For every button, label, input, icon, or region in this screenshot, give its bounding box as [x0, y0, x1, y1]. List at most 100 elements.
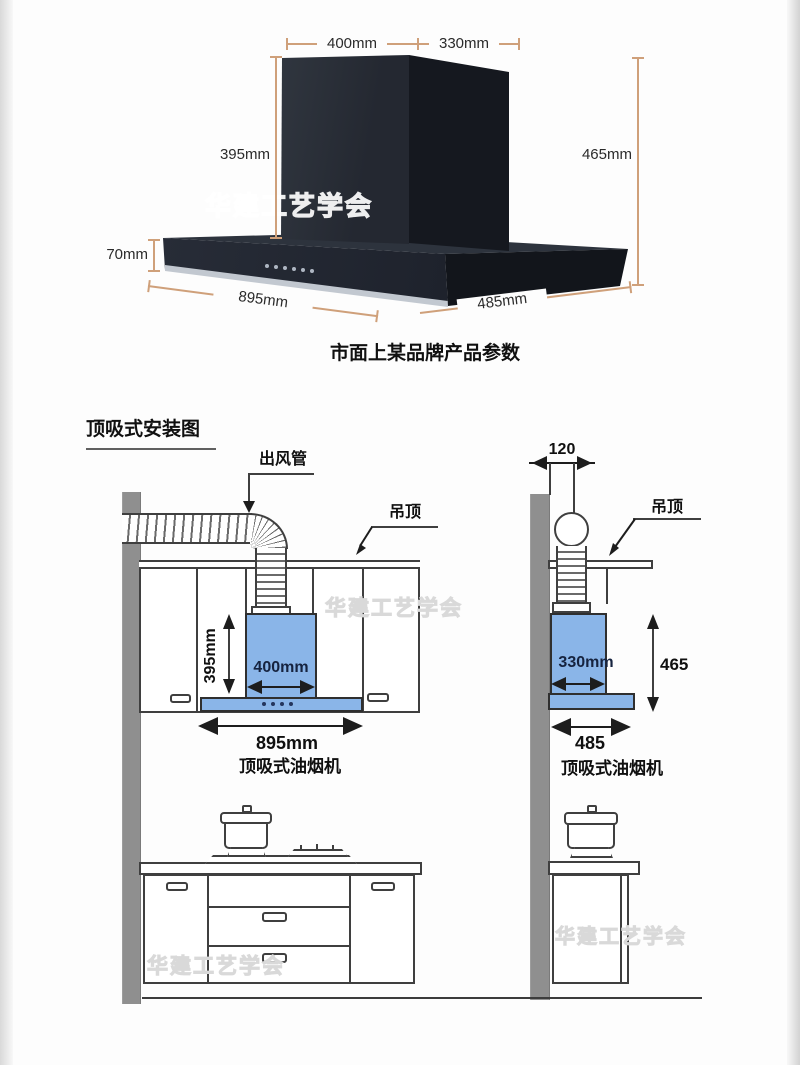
watermark: 华建工艺学会	[204, 190, 374, 221]
exhaust-duct-elbow	[250, 513, 288, 549]
drawer-divider	[209, 906, 349, 908]
duct-label: 出风管	[258, 451, 307, 468]
wall	[530, 494, 550, 1000]
watermark: 华建工艺学会	[147, 955, 285, 979]
hood-body	[548, 693, 635, 710]
dim-895mm: 895mm	[255, 733, 319, 753]
dim-line-top	[286, 43, 520, 45]
dim-arrow-left	[198, 717, 218, 735]
drawer-divider	[209, 945, 349, 947]
duct-box-line	[606, 569, 608, 604]
dim-895mm: 895mm	[212, 285, 314, 316]
duct-leader-line	[248, 473, 314, 475]
pot-body	[224, 822, 268, 849]
base-cabinet	[143, 874, 415, 984]
exhaust-duct-horizontal	[122, 513, 252, 544]
dim-line-400	[252, 686, 310, 688]
exhaust-duct-vertical	[255, 548, 287, 608]
pot-stand	[570, 847, 613, 858]
product-caption: 市面上某品牌产品参数	[329, 343, 520, 364]
burner-grate	[288, 849, 348, 857]
dim-line-120	[529, 462, 595, 464]
hood-button-dot	[262, 702, 266, 706]
dim-arrow-left	[247, 680, 262, 694]
dim-395mm: 395mm	[202, 628, 220, 684]
pipe-line	[573, 463, 575, 529]
hood-label: 顶吸式油烟机	[561, 759, 663, 778]
dim-485: 485	[574, 733, 606, 753]
hood-chimney-front-face	[281, 55, 409, 244]
ceiling-leader-line	[371, 526, 438, 528]
cabinet-handle	[166, 882, 188, 891]
dim-330mm: 330mm	[558, 654, 614, 671]
dim-465mm: 465mm	[581, 146, 632, 163]
dim-120: 120	[548, 441, 576, 458]
ceiling-leader-line	[633, 518, 701, 520]
dim-tick	[286, 38, 288, 50]
dim-tick	[632, 284, 644, 286]
hood-chimney-right-face	[409, 55, 509, 251]
hood-control-dot	[310, 269, 314, 273]
ceiling-label: 吊顶	[650, 499, 683, 516]
ceiling-leader-diagonal	[356, 526, 373, 555]
dim-70mm: 70mm	[106, 246, 148, 263]
cabinet-handle	[170, 694, 191, 703]
dim-arrow-up	[223, 614, 235, 629]
cabinet-side-line	[620, 874, 622, 984]
burner-grate-tick	[332, 845, 334, 851]
duct-leader-arrow	[243, 501, 255, 513]
pot-stand	[227, 847, 266, 857]
cabinet-divider	[362, 567, 364, 713]
hood-control-dot	[292, 267, 296, 271]
dim-line-395	[228, 618, 230, 692]
hood-control-dot	[265, 264, 269, 268]
dim-arrow-left	[551, 677, 566, 691]
dim-line-330	[556, 683, 600, 685]
hood-button-dot	[280, 702, 284, 706]
dim-tick	[148, 270, 160, 272]
dim-arrow-right	[300, 680, 315, 694]
duct-leader-line	[248, 473, 250, 503]
exhaust-duct-vertical	[556, 546, 587, 604]
dim-line-465	[637, 58, 639, 285]
dim-tick	[518, 38, 520, 50]
dim-tick	[270, 56, 282, 58]
dim-465: 465	[660, 655, 689, 674]
cabinet-divider	[207, 874, 209, 984]
hood-control-dot	[274, 265, 278, 269]
dim-arrow-down	[223, 679, 235, 694]
hood-control-dot	[301, 268, 305, 272]
burner-grate-tick	[300, 845, 302, 851]
dim-400mm: 400mm	[253, 659, 309, 676]
dim-arrow-right	[590, 677, 605, 691]
duct-outlet-circle	[554, 512, 589, 547]
dim-tick	[148, 239, 160, 241]
dim-arrow-down	[647, 697, 659, 712]
cabinet-divider	[349, 874, 351, 984]
watermark: 华建工艺学会	[325, 597, 463, 621]
left-photo-edge	[0, 0, 13, 1065]
dim-395mm: 395mm	[219, 146, 270, 163]
dim-330mm: 330mm	[429, 35, 499, 53]
duct-flange	[552, 602, 591, 613]
cabinet-divider	[196, 567, 198, 713]
cabinet-handle	[367, 693, 389, 702]
dim-arrow-up	[647, 614, 659, 629]
dim-line-895	[205, 725, 357, 727]
dim-arrow-right	[577, 456, 592, 470]
dim-arrow-left	[551, 718, 571, 736]
dim-400mm: 400mm	[317, 35, 387, 53]
dim-line-465	[652, 618, 654, 700]
dim-line-70	[153, 240, 155, 272]
burner-grate-tick	[316, 844, 318, 850]
right-photo-edge	[787, 0, 800, 1065]
wall	[122, 492, 141, 1004]
base-cabinet	[552, 874, 629, 984]
pipe-line	[549, 463, 551, 495]
hood-control-dot	[283, 266, 287, 270]
ceiling-shelf	[548, 560, 653, 569]
hood-button-dot	[289, 702, 293, 706]
ceiling-label: 吊顶	[388, 504, 421, 521]
hood-label: 顶吸式油烟机	[239, 757, 341, 776]
